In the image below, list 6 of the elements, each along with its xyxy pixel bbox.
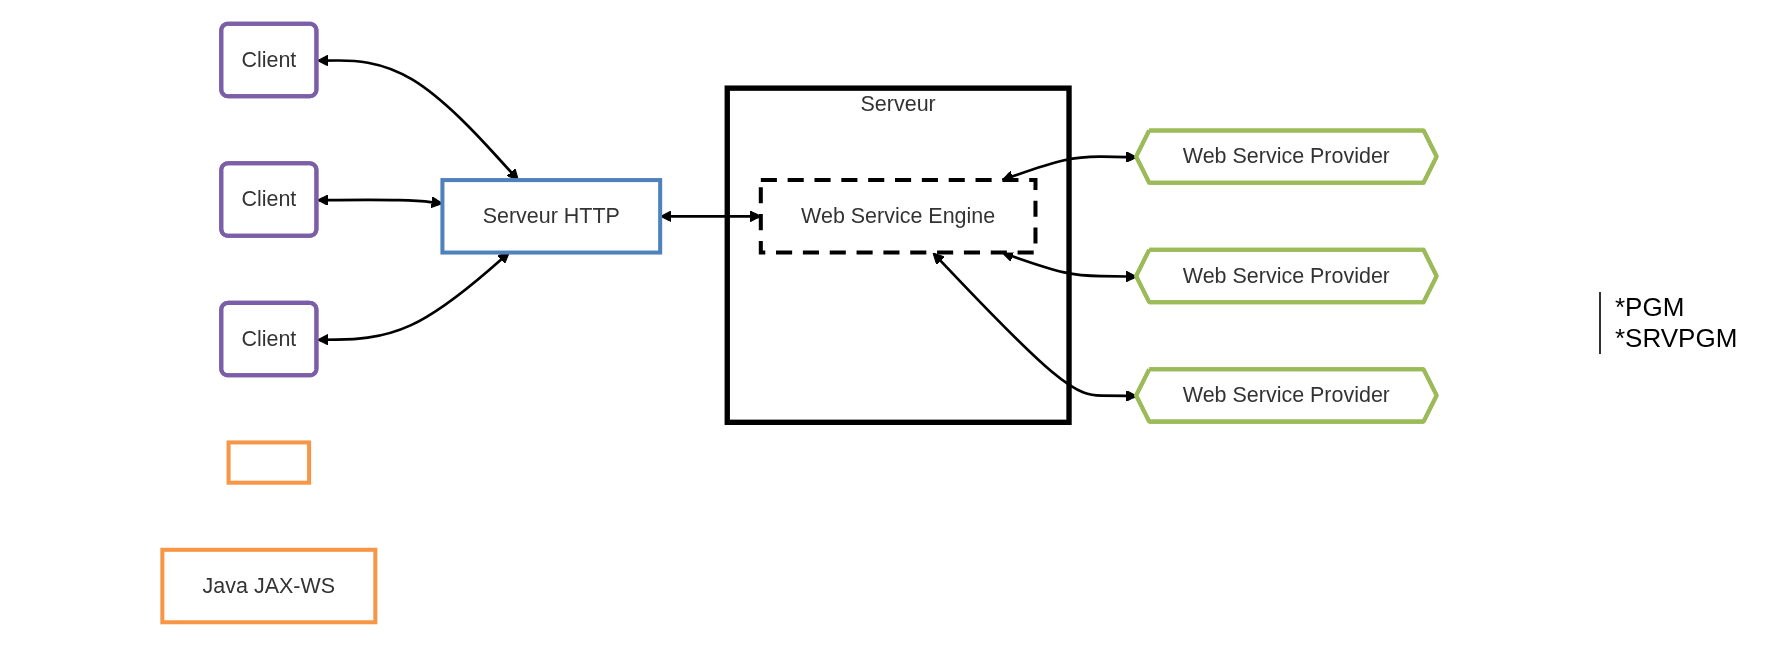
node-box: Java JAX-WS [160, 547, 378, 625]
node-box [226, 440, 312, 485]
node-box: Serveur HTTP [440, 178, 663, 255]
note-label: *SRVPGM [1615, 323, 1739, 354]
note-label: *PGM [1615, 292, 1686, 323]
node-box: Web Service Engine [758, 178, 1038, 255]
